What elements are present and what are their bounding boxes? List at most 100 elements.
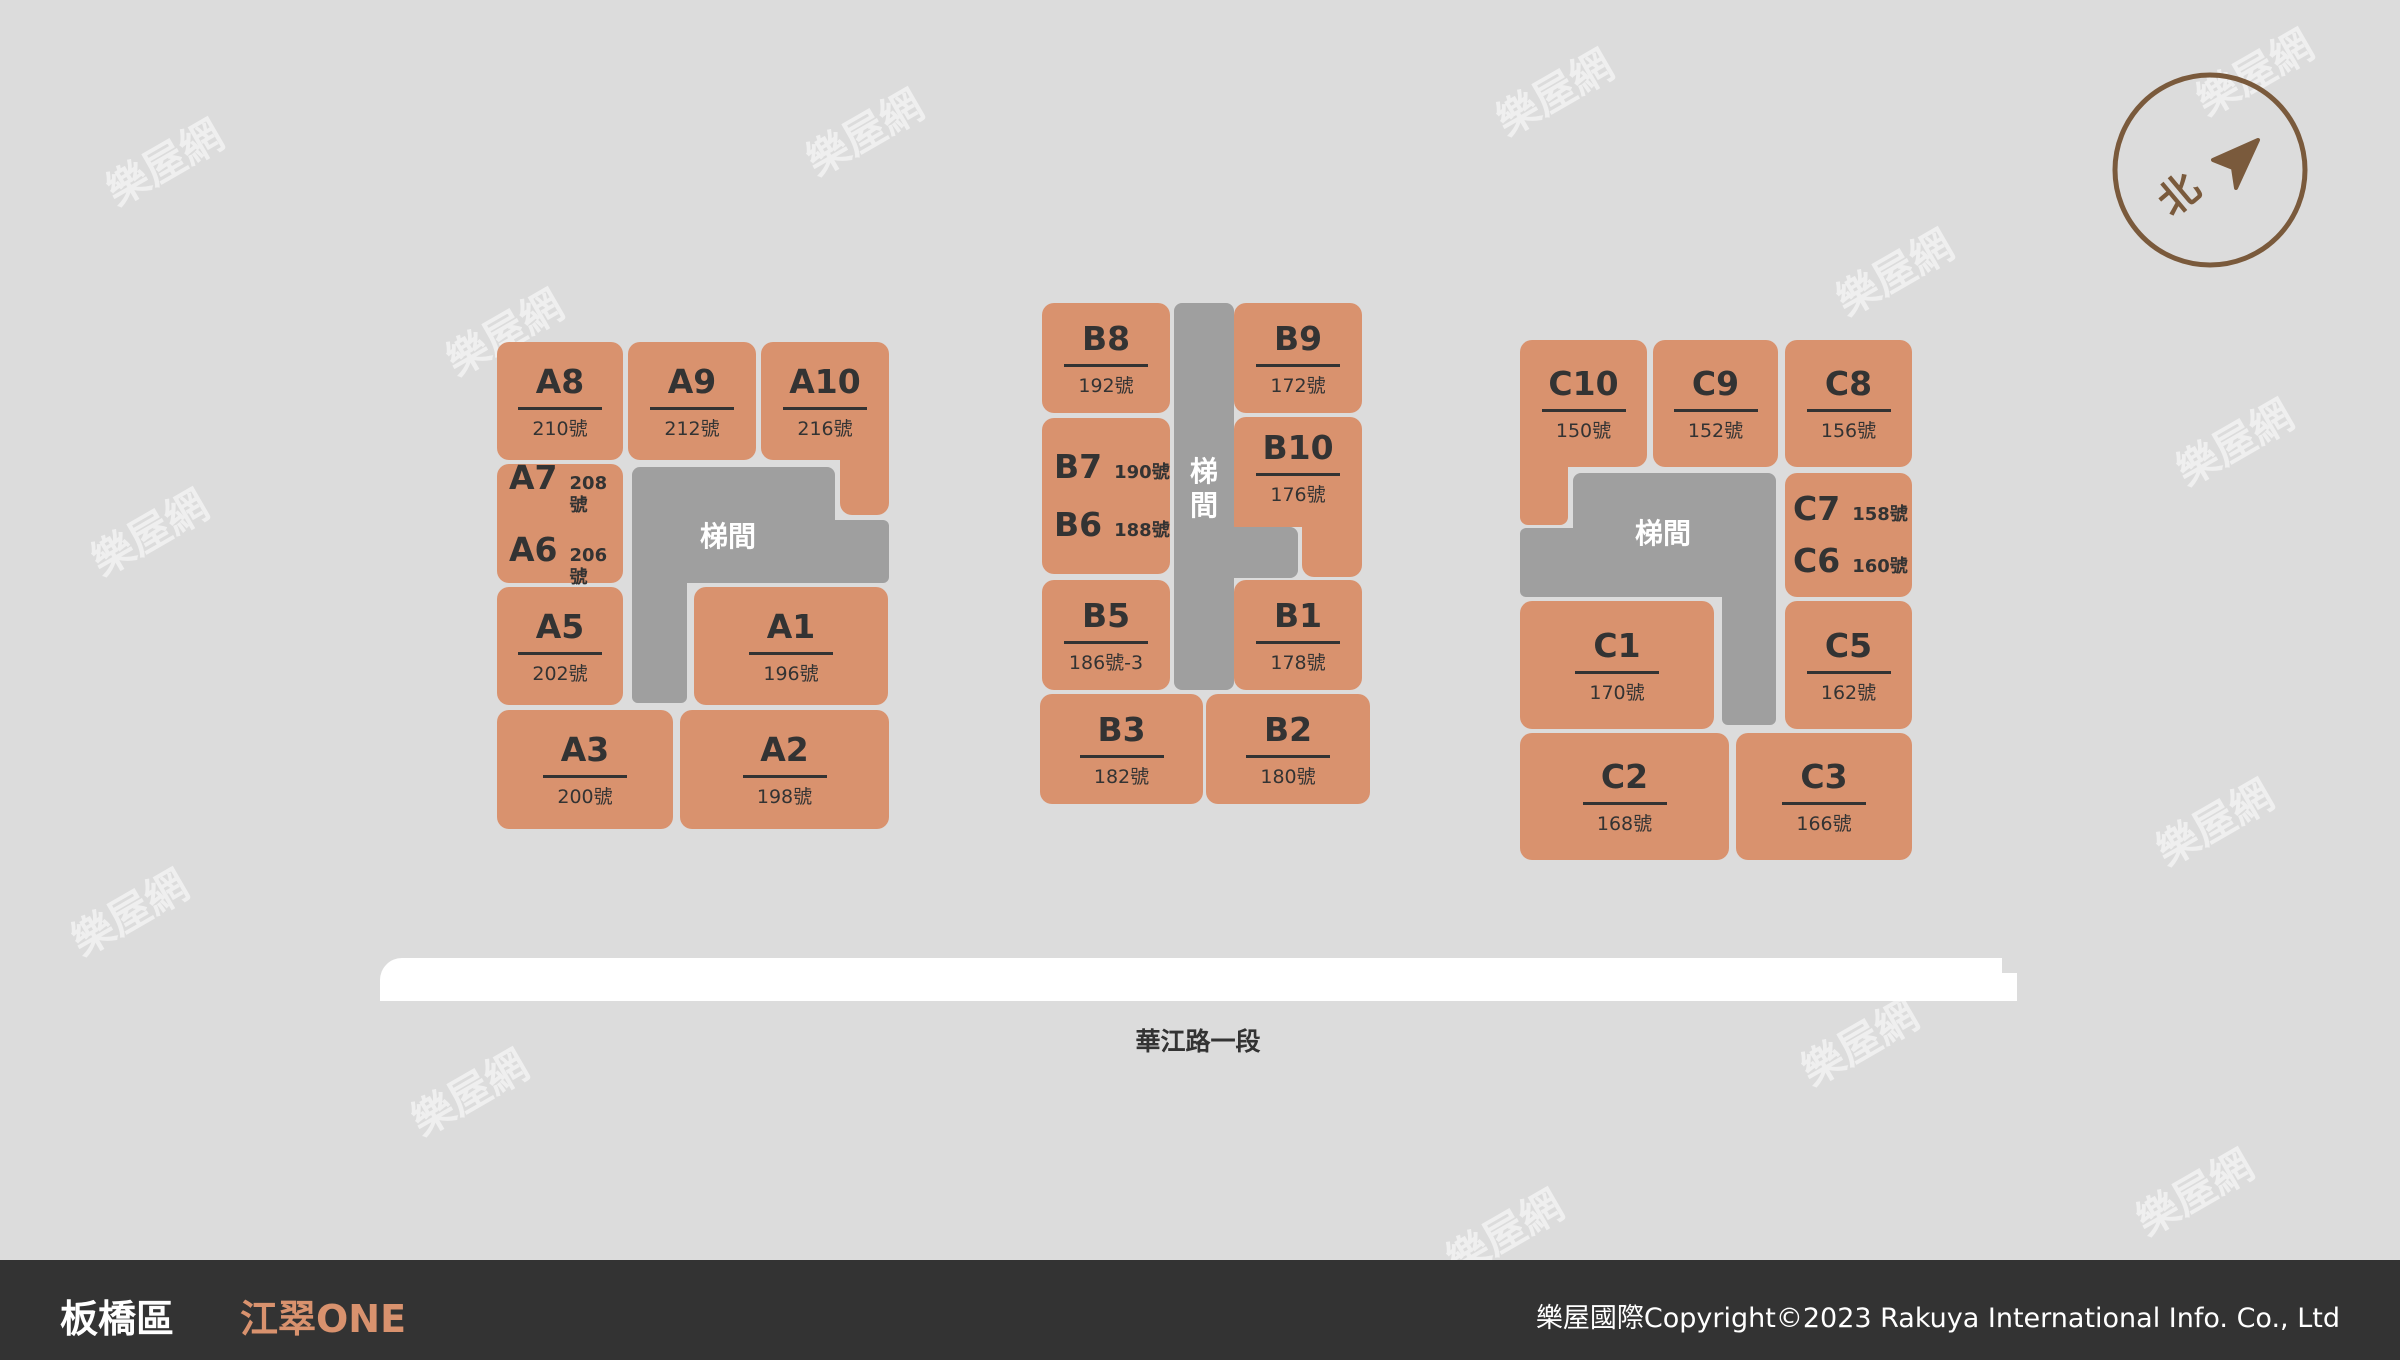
unit-B5[interactable]: B5 186號-3 [1042, 580, 1170, 690]
unit-number: 152號 [1687, 420, 1744, 442]
unit-number: 168號 [1596, 813, 1653, 835]
divider [650, 406, 734, 410]
stairwell-label: 梯間 [1188, 455, 1220, 523]
unit-code: A5 [535, 606, 585, 646]
watermark: 樂屋網 [797, 80, 932, 186]
unit-number: 192號 [1078, 374, 1134, 397]
unit-number: 180號 [1260, 765, 1316, 788]
unit-code: A2 [760, 730, 809, 769]
divider [518, 406, 602, 410]
unit-code: B10 [1262, 428, 1334, 467]
divider [783, 406, 867, 410]
stairwell-C [1520, 528, 1776, 597]
divider [1806, 409, 1891, 412]
unit-code: C8 [1824, 364, 1873, 403]
stairwell-C [1722, 590, 1776, 725]
unit-code: C6 [1793, 541, 1841, 580]
unit-code: B1 [1273, 595, 1323, 635]
divider [1256, 363, 1340, 367]
road [380, 958, 2002, 1001]
unit-number: 188號 [1114, 520, 1170, 541]
unit-C8[interactable]: C8 156號 [1785, 340, 1912, 467]
watermark: 樂屋網 [62, 860, 197, 966]
north-label: 北 [2149, 165, 2209, 226]
watermark: 樂屋網 [402, 1040, 537, 1146]
unit-A10[interactable]: A10 216號 [761, 342, 889, 460]
divider [518, 651, 602, 655]
unit-code: A6 [509, 529, 558, 569]
unit-code: A9 [667, 361, 717, 401]
unit-code: C7 [1793, 489, 1841, 528]
unit-C9[interactable]: C9 152號 [1653, 340, 1778, 467]
stairwell-label-char: 間 [1189, 489, 1218, 522]
divider [1806, 670, 1891, 674]
unit-number: 166號 [1796, 813, 1852, 835]
divider [1064, 363, 1148, 367]
unit-C2[interactable]: C2 168號 [1520, 733, 1729, 860]
divider [1256, 473, 1340, 476]
stairwell-A [632, 580, 687, 703]
unit-code: B6 [1054, 505, 1103, 544]
watermark: 樂屋網 [2127, 1140, 2262, 1246]
divider [742, 775, 827, 778]
stairwell-C [1573, 473, 1776, 533]
unit-number: 182號 [1093, 765, 1150, 788]
unit-number: 210號 [532, 417, 588, 440]
divider [1575, 670, 1659, 674]
north-arrow-icon [2211, 138, 2260, 190]
unit-number: 208號 [569, 472, 608, 516]
unit-code: A1 [766, 606, 816, 646]
road-name: 華江路一段 [1135, 1027, 1261, 1056]
unit-code: C3 [1800, 757, 1848, 796]
divider [1541, 409, 1626, 412]
watermark: 樂屋網 [1487, 40, 1622, 146]
unit-code: B3 [1097, 709, 1146, 749]
unit-A1[interactable]: A1 196號 [694, 587, 888, 705]
compass: 北 [2112, 72, 2308, 268]
unit-number: 186號-3 [1068, 651, 1144, 674]
unit-number: 170號 [1589, 681, 1645, 704]
road [2000, 973, 2017, 1001]
watermark: 樂屋網 [2147, 770, 2282, 876]
divider [749, 651, 833, 655]
divider [543, 775, 627, 778]
unit-number: 190號 [1114, 462, 1170, 483]
unit-number: 156號 [1820, 420, 1877, 442]
unit-A8[interactable]: A8 210號 [497, 342, 623, 460]
unit-number: 160號 [1852, 556, 1908, 577]
district-label: 板橋區 [60, 1297, 175, 1341]
unit-number: 162號 [1820, 681, 1877, 704]
unit-B1[interactable]: B1 178號 [1234, 580, 1362, 690]
unit-number: 206號 [569, 544, 608, 588]
unit-number: 178號 [1270, 651, 1326, 674]
unit-number: 216號 [797, 417, 853, 440]
unit-B3[interactable]: B3 182號 [1040, 694, 1203, 804]
unit-code: A8 [535, 361, 585, 401]
unit-code: C2 [1600, 757, 1649, 796]
stairwell-A [632, 520, 889, 583]
unit-code: C9 [1691, 364, 1740, 403]
divider [1782, 802, 1866, 805]
unit-number: 196號 [763, 662, 819, 685]
divider [1256, 640, 1340, 644]
unit-code: B5 [1081, 595, 1131, 635]
stairwell-label: 梯間 [1635, 517, 1692, 550]
unit-B10-wing [1302, 520, 1362, 577]
unit-C3[interactable]: C3 166號 [1736, 733, 1912, 860]
watermark: 樂屋網 [97, 110, 232, 216]
unit-code: A10 [789, 361, 861, 401]
